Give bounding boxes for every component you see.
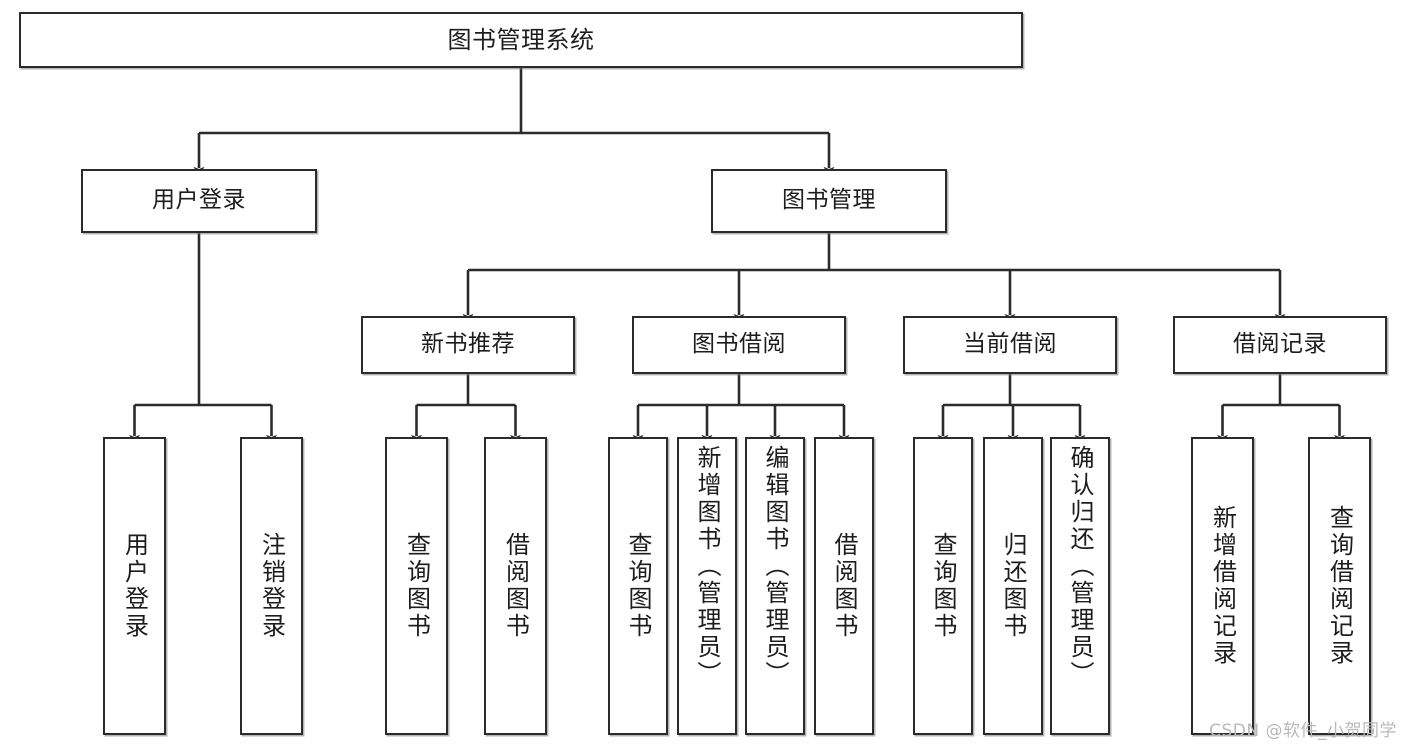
watermark-text: CSDN @软件_小贺同学	[1209, 721, 1397, 741]
node-label: 借阅图书	[501, 532, 530, 640]
node-label: 图书管理系统	[447, 25, 595, 54]
node-leaf-cur-1[interactable]: 查询图书	[913, 437, 973, 735]
node-label: 借阅图书	[830, 532, 858, 640]
node-login[interactable]: 用户登录	[81, 169, 317, 233]
node-label: 当前借阅	[963, 331, 1057, 358]
node-leaf-bor-3[interactable]: 编辑图书（管理员）	[745, 437, 805, 735]
node-leaf-new-1[interactable]: 查询图书	[385, 437, 448, 735]
node-label: 查询图书	[402, 532, 431, 640]
node-leaf-rec-1[interactable]: 新增借阅记录	[1191, 437, 1254, 735]
node-leaf-new-2[interactable]: 借阅图书	[484, 437, 547, 735]
node-root[interactable]: 图书管理系统	[19, 12, 1023, 68]
node-label: 查询图书	[929, 532, 957, 640]
node-borrow[interactable]: 图书借阅	[632, 316, 846, 374]
node-bookmgmt[interactable]: 图书管理	[711, 169, 947, 233]
node-label: 借阅记录	[1233, 331, 1327, 358]
node-label: 归还图书	[999, 532, 1027, 640]
node-leaf-rec-2[interactable]: 查询借阅记录	[1308, 437, 1371, 735]
node-leaf-cur-2[interactable]: 归还图书	[983, 437, 1043, 735]
node-leaf-bor-2[interactable]: 新增图书（管理员）	[677, 437, 737, 735]
node-label: 查询借阅记录	[1325, 505, 1354, 667]
node-leaf-bor-4[interactable]: 借阅图书	[814, 437, 874, 735]
node-label: 新增借阅记录	[1208, 505, 1237, 667]
node-leaf-cur-3[interactable]: 确认归还（管理员）	[1050, 437, 1110, 735]
node-label: 编辑图书（管理员）	[761, 445, 789, 688]
node-label: 注销登录	[257, 532, 286, 640]
node-label: 图书管理	[782, 187, 876, 214]
node-current[interactable]: 当前借阅	[903, 316, 1117, 374]
node-leaf-login-2[interactable]: 注销登录	[240, 437, 303, 735]
node-leaf-login-1[interactable]: 用户登录	[103, 437, 166, 735]
node-label: 用户登录	[120, 532, 149, 640]
node-label: 图书借阅	[692, 331, 786, 358]
node-label: 新增图书（管理员）	[693, 445, 721, 688]
node-label: 查询图书	[624, 532, 652, 640]
node-leaf-bor-1[interactable]: 查询图书	[608, 437, 668, 735]
connector-lines	[129, 68, 1345, 444]
node-label: 用户登录	[152, 187, 246, 214]
node-label: 确认归还（管理员）	[1066, 445, 1094, 688]
node-records[interactable]: 借阅记录	[1173, 316, 1387, 374]
node-label: 新书推荐	[421, 331, 515, 358]
node-newbook[interactable]: 新书推荐	[361, 316, 575, 374]
